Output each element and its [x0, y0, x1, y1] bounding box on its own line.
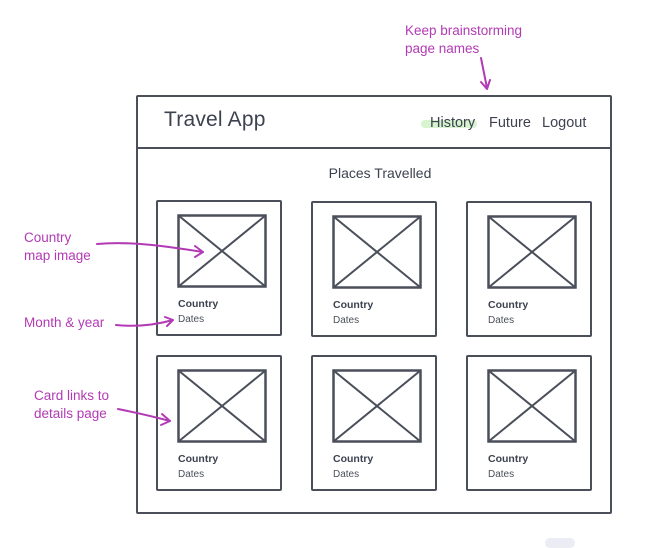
card-country: Country [333, 453, 374, 465]
annotation-line: map image [24, 248, 91, 263]
arrow-image [96, 242, 204, 253]
map-image-placeholder [332, 369, 422, 443]
nav-history-link[interactable]: History [430, 115, 476, 131]
arrow-nav [480, 57, 488, 89]
annotation-line: Country [24, 230, 72, 245]
map-image-placeholder [177, 369, 267, 443]
card-country: Country [488, 299, 529, 311]
arrowhead-image [194, 245, 204, 258]
card-dates: Dates [333, 469, 360, 480]
arrow-dates [115, 319, 174, 327]
map-image-placeholder [487, 215, 577, 289]
header-divider [136, 147, 612, 149]
nav-annotation: Keep brainstorming page names [405, 22, 522, 58]
annotation-line: page names [405, 41, 480, 56]
section-title: Places Travelled [328, 165, 432, 181]
arrow-card [117, 408, 171, 422]
map-image-placeholder [332, 215, 422, 289]
card-dates: Dates [178, 314, 205, 325]
map-image-placeholder [177, 214, 267, 288]
annotation-line: details page [34, 406, 107, 421]
nav-logout-link[interactable]: Logout [542, 115, 587, 131]
annotation-line: Keep brainstorming [405, 23, 523, 38]
corner-widget [545, 538, 575, 548]
card-country: Country [488, 453, 529, 465]
card-dates: Dates [178, 469, 205, 480]
map-image-placeholder [487, 369, 577, 443]
card-dates: Dates [488, 469, 515, 480]
browser-frame [136, 95, 612, 514]
card-annotation: Card links to details page [34, 387, 109, 423]
card-country: Country [178, 298, 219, 310]
image-annotation: Country map image [24, 229, 91, 265]
card-country: Country [178, 453, 219, 465]
annotation-line: Card links to [34, 388, 110, 403]
card-dates: Dates [333, 315, 360, 326]
app-title: Travel App [164, 108, 266, 131]
dates-annotation: Month & year [24, 315, 105, 330]
nav-active-highlight [421, 120, 477, 128]
card-country: Country [333, 299, 374, 311]
nav-future-link[interactable]: Future [489, 115, 531, 131]
arrowhead-card [160, 413, 171, 426]
arrowhead-nav [480, 79, 491, 90]
card-dates: Dates [488, 315, 515, 326]
arrowhead-dates [164, 316, 174, 327]
